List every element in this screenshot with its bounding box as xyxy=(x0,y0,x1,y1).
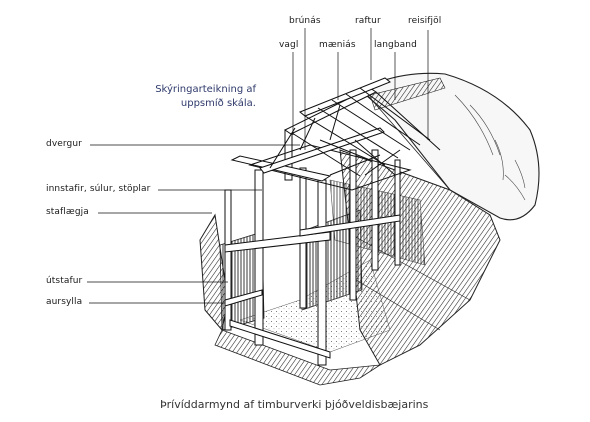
figure-caption: Þrívíddarmynd af timburverki þjóðveldisb… xyxy=(160,398,429,411)
label-dvergur: dvergur xyxy=(46,139,82,149)
label-staflaegja: staflægja xyxy=(46,207,89,217)
timber-frame xyxy=(224,77,441,366)
label-innstafir: innstafir, súlur, stöplar xyxy=(46,184,151,194)
label-langband: langband xyxy=(374,40,417,50)
label-reisifjol: reisifjöl xyxy=(408,16,442,26)
label-brunas: brúnás xyxy=(289,16,321,26)
leader-lines xyxy=(87,28,429,304)
label-aursylla: aursylla xyxy=(46,297,83,307)
label-utstafur: útstafur xyxy=(46,276,83,286)
turf-roof xyxy=(359,72,540,221)
label-vagl: vagl xyxy=(279,40,299,50)
explanatory-note-line1: Skýringarteikning af xyxy=(155,84,256,95)
explanatory-note-line2: uppsmíð skála. xyxy=(180,98,256,109)
label-maenias: mæniás xyxy=(319,40,356,50)
label-raftur: raftur xyxy=(355,16,381,26)
